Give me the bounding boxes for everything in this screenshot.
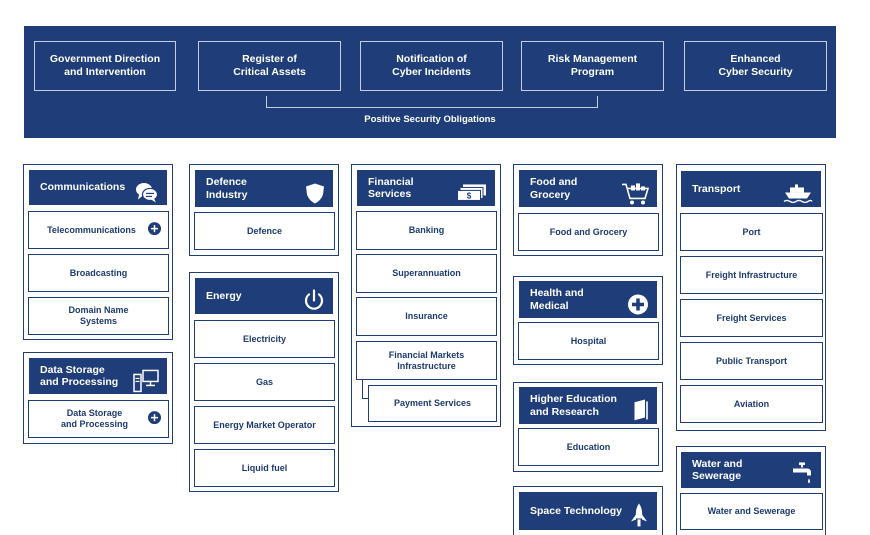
sector-health-medical: Health and Medical Hospital (513, 276, 663, 365)
sector-header[interactable]: Energy (195, 278, 333, 314)
sector-title: Defence Industry (206, 176, 248, 201)
sector-item-payment-services[interactable]: Payment Services (368, 385, 497, 422)
obligations-bracket (266, 96, 598, 108)
sector-water-sewerage: Water and Sewerage Water and Sewerage (676, 446, 826, 535)
sector-item-broadcasting[interactable]: Broadcasting (28, 254, 169, 292)
sector-title: Water and Sewerage (692, 457, 743, 482)
sector-title: Higher Education and Research (530, 393, 617, 418)
sector-energy: Energy Electricity Gas Energy Market Ope… (189, 272, 339, 492)
sector-header[interactable]: Health and Medical (519, 281, 657, 318)
sector-header[interactable]: Financial Services $ (357, 170, 495, 206)
obligation-government-direction[interactable]: Government Direction and Intervention (34, 41, 176, 91)
sector-item-defence[interactable]: Defence (194, 212, 335, 250)
obligation-notification-cyber-incidents[interactable]: Notification of Cyber Incidents (360, 41, 503, 91)
sector-item-public-transport[interactable]: Public Transport (680, 342, 823, 380)
sector-item-domain-name-systems[interactable]: Domain Name Systems (28, 297, 169, 335)
sector-defence-industry: Defence Industry Defence (189, 164, 339, 256)
sector-item-freight-infrastructure[interactable]: Freight Infrastructure (680, 256, 823, 294)
sector-item-liquid-fuel[interactable]: Liquid fuel (194, 449, 335, 487)
computer-icon (133, 356, 159, 395)
sector-title: Health and Medical (530, 287, 584, 312)
sector-header[interactable]: Space Technology (519, 492, 657, 530)
sector-header[interactable]: Higher Education and Research (519, 387, 657, 424)
rocket-icon (629, 490, 649, 531)
obligation-risk-management-program[interactable]: Risk Management Program (521, 41, 664, 91)
sector-header[interactable]: Defence Industry (195, 170, 333, 207)
sector-title: Energy (206, 289, 242, 302)
sub-item-connector (362, 380, 368, 399)
sector-item-insurance[interactable]: Insurance (356, 297, 497, 336)
sector-item-water-sewerage[interactable]: Water and Sewerage (680, 493, 823, 530)
sector-financial-services: Financial Services $ Banking Superannuat… (351, 164, 501, 427)
sector-space-technology: Space Technology (513, 486, 663, 535)
sector-item-port[interactable]: Port (680, 213, 823, 251)
item-label: Data Storage and Processing (60, 408, 129, 429)
sector-transport: Transport Port Freight Infrastructure Fr… (676, 164, 826, 431)
sector-title: Financial Services (368, 175, 414, 200)
sector-title: Communications (40, 181, 126, 194)
plus-circle-icon[interactable] (148, 222, 161, 238)
positive-security-obligations-label: Positive Security Obligations (364, 114, 496, 125)
sector-food-grocery: Food and Grocery Food and Grocery (513, 164, 663, 256)
chat-bubbles-icon (135, 169, 159, 206)
water-tap-icon (791, 449, 813, 490)
sector-header[interactable]: Communications (29, 170, 167, 205)
ship-icon (783, 171, 813, 206)
sector-item-hospital[interactable]: Hospital (518, 322, 659, 360)
sector-item-freight-services[interactable]: Freight Services (680, 299, 823, 337)
sector-title: Food and Grocery (530, 176, 578, 201)
sector-item-superannuation[interactable]: Superannuation (356, 254, 497, 293)
shield-icon (305, 170, 325, 207)
sector-item-gas[interactable]: Gas (194, 363, 335, 401)
banknotes-icon: $ (457, 171, 487, 204)
medical-cross-icon (627, 281, 649, 318)
obligation-register-critical-assets[interactable]: Register of Critical Assets (198, 41, 341, 91)
sector-header[interactable]: Transport (681, 171, 821, 207)
security-obligations-banner: Government Direction and Intervention Re… (24, 26, 836, 138)
sector-item-data-storage-processing[interactable]: Data Storage and Processing (28, 400, 169, 438)
item-label: Telecommunications (47, 224, 136, 235)
sector-item-food-grocery[interactable]: Food and Grocery (518, 213, 659, 251)
sector-title: Transport (692, 182, 741, 195)
sector-item-banking[interactable]: Banking (356, 211, 497, 250)
sector-item-energy-market-operator[interactable]: Energy Market Operator (194, 406, 335, 444)
svg-text:$: $ (467, 192, 472, 201)
sector-title: Space Technology (530, 504, 622, 517)
plus-circle-icon[interactable] (148, 411, 161, 427)
sector-data-storage: Data Storage and Processing Data Storage… (23, 352, 173, 444)
sector-header[interactable]: Data Storage and Processing (29, 358, 167, 394)
sector-item-financial-markets-infrastructure[interactable]: Financial Markets Infrastructure (356, 341, 497, 380)
sector-item-telecommunications[interactable]: Telecommunications (28, 211, 169, 249)
obligation-enhanced-cyber-security[interactable]: Enhanced Cyber Security (684, 41, 827, 91)
power-icon (303, 277, 325, 314)
book-icon (631, 386, 649, 425)
shopping-cart-icon (621, 169, 650, 208)
sector-header[interactable]: Food and Grocery (519, 170, 657, 207)
sector-item-education[interactable]: Education (518, 428, 659, 466)
sector-communications: Communications Telecommunications Broadc… (23, 164, 173, 340)
sector-higher-education: Higher Education and Research Education (513, 382, 663, 472)
sector-item-electricity[interactable]: Electricity (194, 320, 335, 358)
sector-header[interactable]: Water and Sewerage (681, 452, 821, 488)
sector-title: Data Storage and Processing (40, 363, 119, 388)
sector-item-aviation[interactable]: Aviation (680, 385, 823, 423)
